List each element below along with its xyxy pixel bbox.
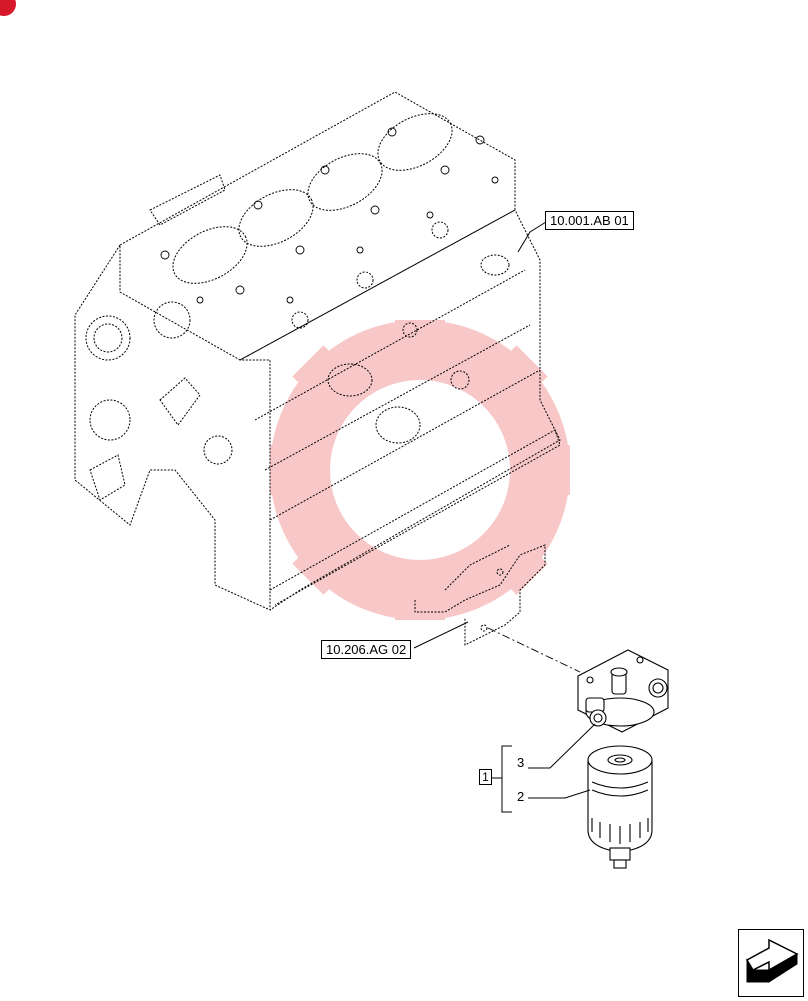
callout-filter-head: 3 [517,755,525,770]
bracket-reference[interactable]: 10.206.AG 02 [321,640,412,659]
leader-lines [413,221,596,799]
filter-head [577,649,669,733]
filter-cartridge [587,745,653,869]
engine-block [74,91,561,611]
mounting-axis-line [487,627,581,673]
engine-holes [160,127,499,304]
arrow-icon [745,938,799,983]
filter-bracket [414,544,546,646]
next-page-button[interactable] [738,929,804,997]
brand-logo [0,0,16,16]
watermark-gear [270,320,570,620]
item-number-box: 1 [479,769,492,785]
group-bracket [492,745,512,813]
engine-block-reference[interactable]: 10.001.AB 01 [545,211,634,230]
callout-filter-cartridge: 2 [517,789,525,804]
